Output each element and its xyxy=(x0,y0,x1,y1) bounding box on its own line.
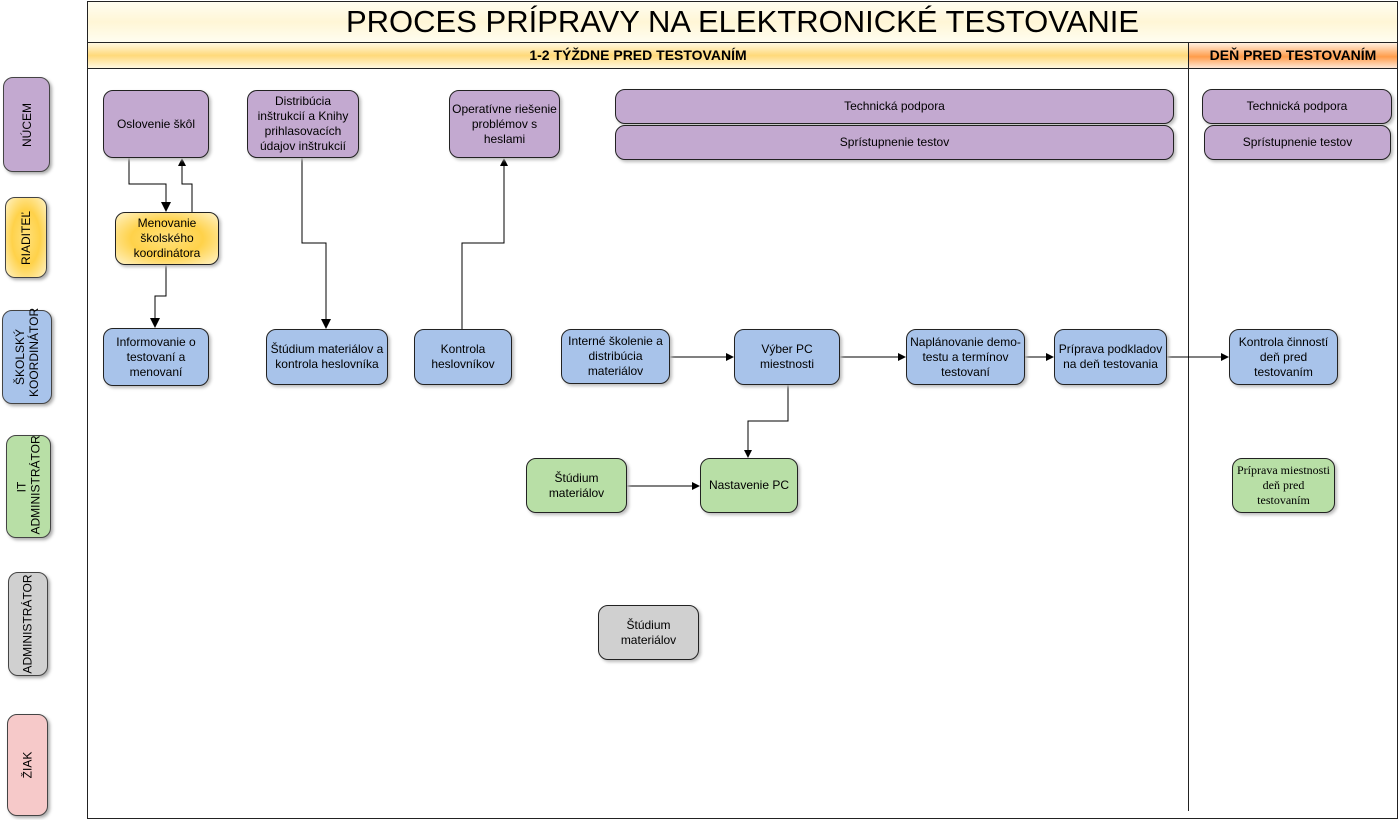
box-studium-materialov-it: Štúdium materiálov xyxy=(526,458,627,513)
box-oslovenie-skol: Oslovenie škôl xyxy=(103,90,209,158)
box-interne-skolenie: Interné školenie a distribúcia materiálo… xyxy=(561,329,670,384)
lane-nucem: NÚCEM xyxy=(3,77,50,172)
box-naplanovanie: Naplánovanie demo-testu a termínov testo… xyxy=(906,329,1025,385)
box-technicka-podpora: Technická podpora xyxy=(615,89,1174,124)
phase-header-1: 1-2 TÝŽDNE PRED TESTOVANÍM xyxy=(87,42,1189,69)
lane-ziak: ŽIAK xyxy=(7,714,48,816)
phase-header-2: DEŇ PRED TESTOVANÍM xyxy=(1188,42,1398,69)
box-distribucia-instrukcii: Distribúcia inštrukcií a Knihy prihlasov… xyxy=(247,90,359,158)
box-priprava-podkladov: Príprava podkladov na deň testovania xyxy=(1054,329,1167,385)
phase-divider xyxy=(1188,69,1189,811)
box-kontrola-cinnosti: Kontrola činností deň pred testovaním xyxy=(1229,329,1338,385)
box-priprava-miestnosti: Príprava miestnosti deň pred testovaním xyxy=(1232,458,1335,513)
box-operativne-riesenie: Operatívne riešenie problémov s heslami xyxy=(449,90,560,158)
box-studium-kontrola-heslovnika: Štúdium materiálov a kontrola heslovníka xyxy=(266,329,388,385)
box-spristupnenie-testov-den: Sprístupnenie testov xyxy=(1204,125,1391,160)
box-spristupnenie-testov: Sprístupnenie testov xyxy=(615,125,1174,160)
box-nastavenie-pc: Nastavenie PC xyxy=(700,458,798,513)
lane-it-administrator: IT ADMINISTRÁTOR xyxy=(6,435,51,538)
lane-skolsky-koordinator: ŠKOLSKÝ KOORDINÁTOR xyxy=(2,308,52,404)
box-vyber-pc-miestnosti: Výber PC miestnosti xyxy=(734,329,840,385)
lane-administrator: ADMINISTRÁTOR xyxy=(8,572,48,676)
box-kontrola-heslovnikov: Kontrola heslovníkov xyxy=(414,329,512,385)
box-studium-materialov-admin: Štúdium materiálov xyxy=(598,605,699,660)
box-informovanie: Informovanie o testovaní a menovaní xyxy=(103,328,209,386)
box-technicka-podpora-den: Technická podpora xyxy=(1202,89,1392,124)
lane-riaditel: RIADITEĽ xyxy=(5,197,47,278)
box-menovanie-koordinatora: Menovanie školského koordinátora xyxy=(115,212,219,265)
